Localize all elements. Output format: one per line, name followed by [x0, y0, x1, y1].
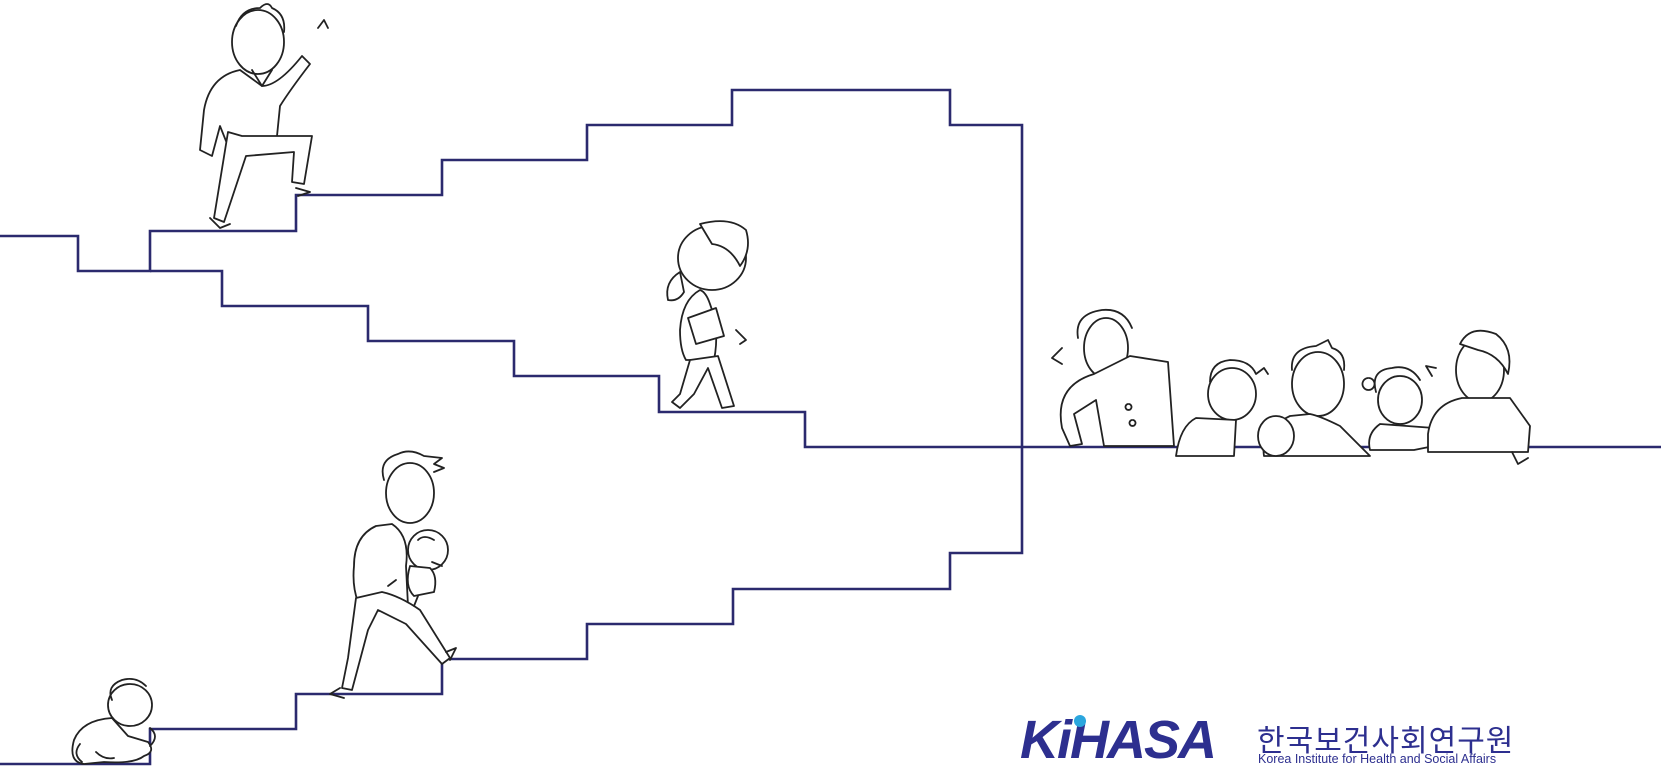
- kihasa-logo: KiHASA 한국보건사회연구원 Korea Institute for Hea…: [1020, 710, 1540, 770]
- family-group: [1052, 310, 1530, 464]
- logo-wordmark: KiHASA: [1020, 710, 1215, 770]
- crawling-baby: [72, 679, 155, 764]
- logo-english-name: Korea Institute for Health and Social Af…: [1258, 752, 1496, 766]
- logo-accent-dot: [1074, 715, 1086, 727]
- parent-carrying-baby: [330, 451, 456, 698]
- stair-line-bottom: [0, 90, 1022, 764]
- young-woman-walking: [667, 221, 748, 408]
